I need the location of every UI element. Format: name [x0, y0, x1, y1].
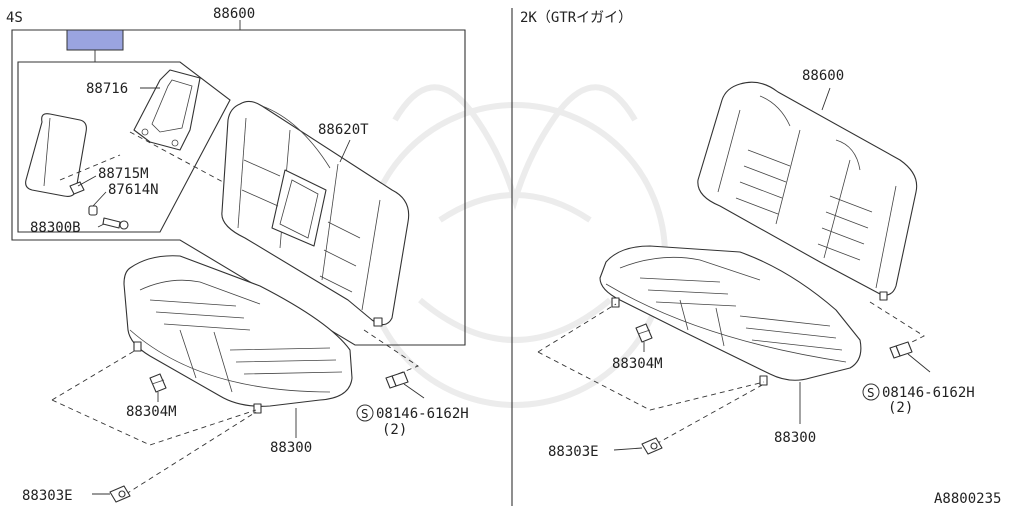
label-88716: 88716 [86, 81, 128, 97]
label-88300-right: 88300 [774, 430, 816, 446]
svg-text:S: S [867, 385, 875, 400]
label-88304M-left: 88304M [126, 404, 177, 420]
label-bolt-qty-right: (2) [888, 400, 913, 416]
hook-left [109, 485, 131, 503]
bolt-symbol-left: S [356, 404, 374, 422]
label-bolt-qty-left: (2) [382, 422, 407, 438]
label-88620T: 88620T [318, 122, 369, 138]
label-88300B: 88300B [30, 220, 81, 236]
label-88600-left: 88600 [213, 6, 255, 22]
highlight-tag [66, 29, 124, 51]
backrest-2k [697, 81, 918, 301]
label-08146-6162H-left: 08146-6162H [376, 406, 469, 422]
variant-label-left: 4S [6, 10, 23, 26]
armrest-bolt [102, 217, 129, 230]
armrest-subframe [17, 61, 231, 233]
label-88304M-right: 88304M [612, 356, 663, 372]
label-88600-right: 88600 [802, 68, 844, 84]
label-88303E-right: 88303E [548, 444, 599, 460]
label-88715M: 88715M [98, 166, 149, 182]
armrest-cover [133, 69, 201, 151]
cushion-clip-left [149, 373, 167, 393]
cushion-4s [123, 255, 353, 414]
bolt-left [385, 371, 409, 389]
label-08146-6162H-right: 08146-6162H [882, 385, 975, 401]
armrest-clip [88, 205, 98, 216]
hook-right [641, 437, 663, 455]
bolt-right [889, 341, 913, 359]
cushion-2k [599, 245, 862, 386]
panel-2k: 2K（GTRイガイ） 88600 88300 [520, 10, 975, 460]
svg-text:S: S [361, 406, 369, 421]
panel-4s: 4S 88600 88716 [6, 6, 469, 504]
label-87614N: 87614N [108, 182, 159, 198]
label-88300-left: 88300 [270, 440, 312, 456]
variant-label-right: 2K（GTRイガイ） [520, 10, 632, 26]
label-88303E-left: 88303E [22, 488, 73, 504]
assembly-frame [11, 29, 466, 346]
cushion-clip-right [635, 323, 653, 343]
diagram-id: A8800235 [934, 491, 1001, 507]
bolt-symbol-right: S [862, 383, 880, 401]
backrest-4s [221, 100, 410, 327]
